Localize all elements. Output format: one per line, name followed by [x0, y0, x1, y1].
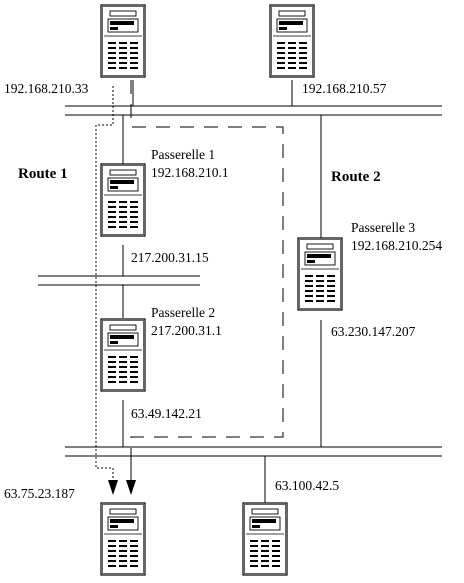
- route-1-label: Route 1: [18, 166, 68, 182]
- gateway-2-ip-bottom: 63.49.142.21: [131, 406, 202, 421]
- gateway-1-name: Passerelle 1: [151, 147, 215, 162]
- computer-tower-icon: [242, 502, 288, 576]
- network-bus-bottom: [65, 446, 442, 457]
- route-2-arrow: [126, 480, 136, 495]
- gateway-1-ip-top: 192.168.210.1: [151, 165, 229, 180]
- route-2-path: [126, 80, 284, 495]
- computer-tower-icon: [297, 237, 343, 311]
- computer-tower-icon: [100, 163, 146, 237]
- gateway-1-ip-bottom: 217.200.31.15: [131, 250, 209, 265]
- host-bottom-left-ip: 63.75.23.187: [4, 486, 75, 501]
- network-links: [122, 80, 322, 503]
- host-top-right-ip: 192.168.210.57: [302, 81, 387, 96]
- computer-tower-icon: [100, 502, 146, 576]
- network-bus-middle: [38, 275, 200, 286]
- network-bus-top: [65, 105, 442, 116]
- gateway-3-ip-bottom: 63.230.147.207: [331, 324, 416, 339]
- gateway-2-ip-top: 217.200.31.1: [151, 323, 222, 338]
- route-1-arrow: [108, 480, 118, 495]
- host-bottom-right-ip: 63.100.42.5: [275, 478, 339, 493]
- computer-tower-icon: [100, 318, 146, 392]
- gateway-2-name: Passerelle 2: [151, 305, 215, 320]
- route-2-label: Route 2: [331, 169, 381, 185]
- gateway-3-ip-top: 192.168.210.254: [351, 238, 442, 253]
- host-top-left-ip: 192.168.210.33: [4, 81, 89, 96]
- computer-tower-icon: [269, 4, 315, 78]
- route-1-path: [95, 86, 118, 495]
- computer-tower-icon: [100, 4, 146, 78]
- gateway-3-name: Passerelle 3: [351, 220, 415, 235]
